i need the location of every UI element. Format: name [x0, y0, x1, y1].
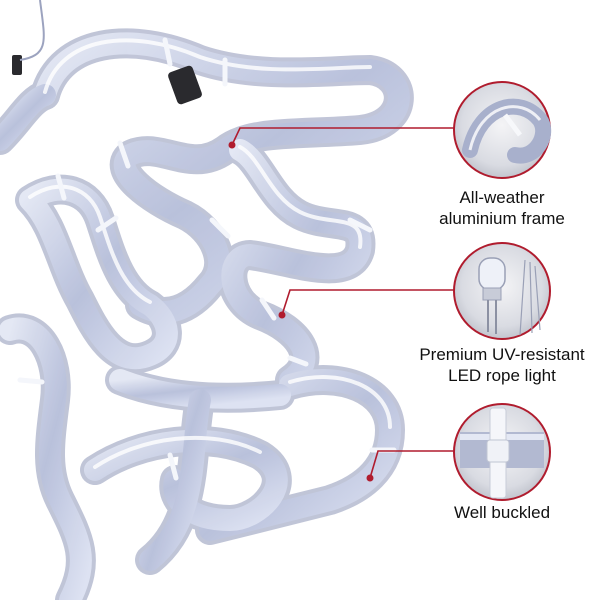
- feature-label-line: LED rope light: [448, 366, 556, 385]
- rope-tube-closeup-icon: [453, 81, 552, 179]
- feature-label-buckle: Well buckled: [402, 502, 600, 523]
- led-bulb-icon: [453, 242, 551, 340]
- rope-end-connector: [12, 0, 202, 105]
- cable-ties: [17, 37, 397, 481]
- callout-dots: [228, 141, 374, 482]
- rope-light-tubes: [0, 28, 414, 600]
- feature-label-frame: All-weather aluminium frame: [402, 187, 600, 229]
- feature-label-line: Well buckled: [453, 503, 551, 522]
- feature-label-led: Premium UV-resistant LED rope light: [402, 344, 600, 386]
- callout-lines: [231, 127, 458, 479]
- feature-label-line: All-weather: [459, 188, 545, 207]
- cable-tie-icon: [453, 403, 551, 501]
- feature-label-line: aluminium frame: [439, 209, 565, 228]
- feature-label-line: Premium UV-resistant: [419, 345, 585, 364]
